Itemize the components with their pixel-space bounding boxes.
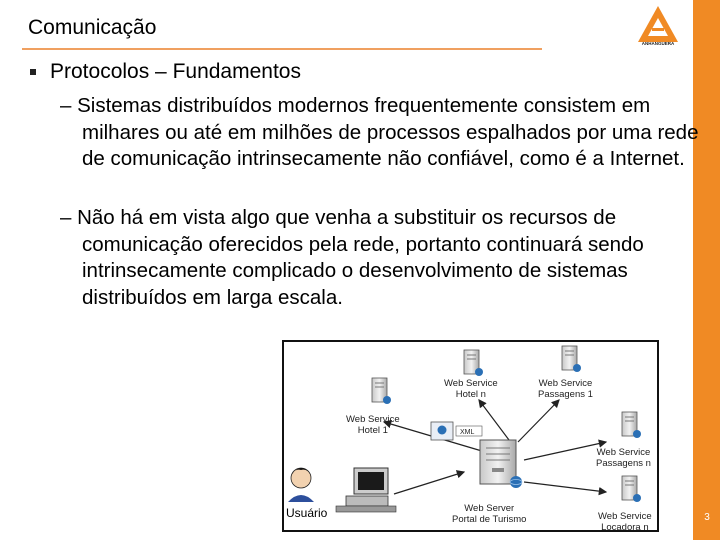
sub-point-2: – Não há em vista algo que venha a subst… bbox=[60, 206, 644, 309]
user-icon bbox=[288, 467, 314, 502]
server-icon-portal bbox=[479, 439, 523, 488]
label-xml: XML bbox=[460, 429, 475, 436]
label-usuario: Usuário bbox=[286, 506, 328, 520]
server-icon-locadora-n bbox=[621, 475, 641, 502]
link-passagens-1 bbox=[517, 399, 560, 443]
orange-side-bar bbox=[693, 0, 720, 540]
label-hotel-1: Web Service Hotel 1 bbox=[346, 414, 400, 436]
diagram-graphics bbox=[288, 345, 641, 513]
sub-point-1: – Sistemas distribuídos modernos frequen… bbox=[60, 94, 699, 170]
link-passagens-n bbox=[523, 439, 608, 461]
square-bullet-icon bbox=[30, 69, 36, 75]
label-passagens-n: Web Service Passagens n bbox=[596, 447, 651, 469]
label-locadora-n: Web Service Locadora n bbox=[598, 511, 652, 532]
title-underline bbox=[22, 48, 542, 50]
server-icon-hotel-n bbox=[463, 349, 483, 376]
label-hotel-n: Web Service Hotel n bbox=[444, 378, 498, 400]
label-passagens-1: Web Service Passagens 1 bbox=[538, 378, 593, 400]
web-services-diagram: Web Service Hotel n Web Service Passagen… bbox=[282, 340, 659, 532]
slide-title: Comunicação bbox=[28, 16, 157, 39]
bullet-heading: Protocolos – Fundamentos bbox=[50, 60, 301, 83]
server-icon-hotel-1 bbox=[371, 377, 391, 404]
link-locadora-n bbox=[523, 481, 608, 496]
xml-document-icon bbox=[430, 421, 483, 441]
link-usuario bbox=[393, 470, 466, 495]
logo-text: ANHANGUERA bbox=[641, 41, 675, 46]
page-number: 3 bbox=[704, 512, 710, 523]
server-icon-passagens-n bbox=[621, 411, 641, 438]
server-icon-passagens-1 bbox=[561, 345, 581, 372]
link-hotel-n bbox=[478, 399, 513, 445]
anhanguera-logo bbox=[638, 6, 678, 42]
computer-icon bbox=[335, 467, 397, 513]
label-portal: Web Server Portal de Turismo bbox=[452, 503, 527, 525]
